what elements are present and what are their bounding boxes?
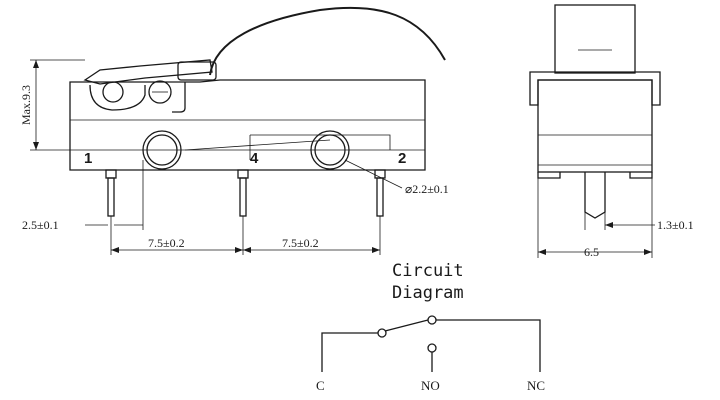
terminal-no-label: NO [421,378,440,393]
mounting-hole-right [310,130,350,170]
contact-nc [427,315,437,325]
contact-no [427,343,437,353]
arrow [235,247,243,253]
side-body [537,79,653,173]
dim-body-width-label: 6.5 [584,245,599,259]
pin-2 [376,177,384,217]
dim-pitch-left-label: 7.5±0.2 [148,236,185,250]
switch-body [69,79,426,171]
dim-pin-width-label: 1.3±0.1 [657,218,694,232]
housing-detail [172,82,186,113]
front-view: 1 4 2 Max.9.3 2.5±0.1 7.5±0.2 7.5±0.2 [19,6,449,255]
pivot-pin [102,81,124,103]
mounting-hole-left-inner [146,134,178,166]
lever-wire [209,6,446,76]
hole-centerline [184,139,331,151]
side-foot-right [629,172,653,179]
circuit-title-line2: Diagram [392,283,464,303]
dim-pin-offset-label: 2.5±0.1 [22,218,59,232]
arrow [538,249,546,255]
pin-1 [107,177,115,217]
wire-c [321,332,378,372]
pivot-boss [148,80,172,104]
switch-blade [384,319,429,332]
dim-max-height-label: Max.9.3 [19,85,33,125]
mounting-hole-left [142,130,182,170]
slot-outline [250,134,391,150]
side-pin [584,172,606,219]
arrow [605,222,613,228]
arrow [111,247,119,253]
dim-hole-leader [344,159,403,189]
side-foot-left [537,172,561,179]
pivot-housing [89,84,146,111]
contact-common [377,328,387,338]
side-lever [554,4,636,74]
pin-4 [239,177,247,217]
arrow [372,247,380,253]
arrow [644,249,652,255]
dim-pitch-right-label: 7.5±0.2 [282,236,319,250]
circuit-title-line1: Circuit [392,261,464,281]
pin-1-shoulder [105,169,117,179]
pin-label-4: 4 [250,150,259,167]
terminal-nc-label: NC [527,378,545,393]
pin-label-2: 2 [398,150,406,167]
circuit-diagram: Circuit Diagram C NO NC [316,261,545,393]
arrow-down [33,142,39,150]
actuator-button [177,61,217,81]
terminal-c-label: C [316,378,325,393]
wire-nc [436,319,541,372]
arrow [243,247,251,253]
side-bracket [529,71,661,106]
dim-hole-diameter-label: ⌀2.2±0.1 [405,182,449,196]
side-view: 1.3±0.1 6.5 [529,4,694,259]
arrow-up [33,60,39,68]
pin-label-1: 1 [84,150,92,167]
pin-4-shoulder [237,169,249,179]
